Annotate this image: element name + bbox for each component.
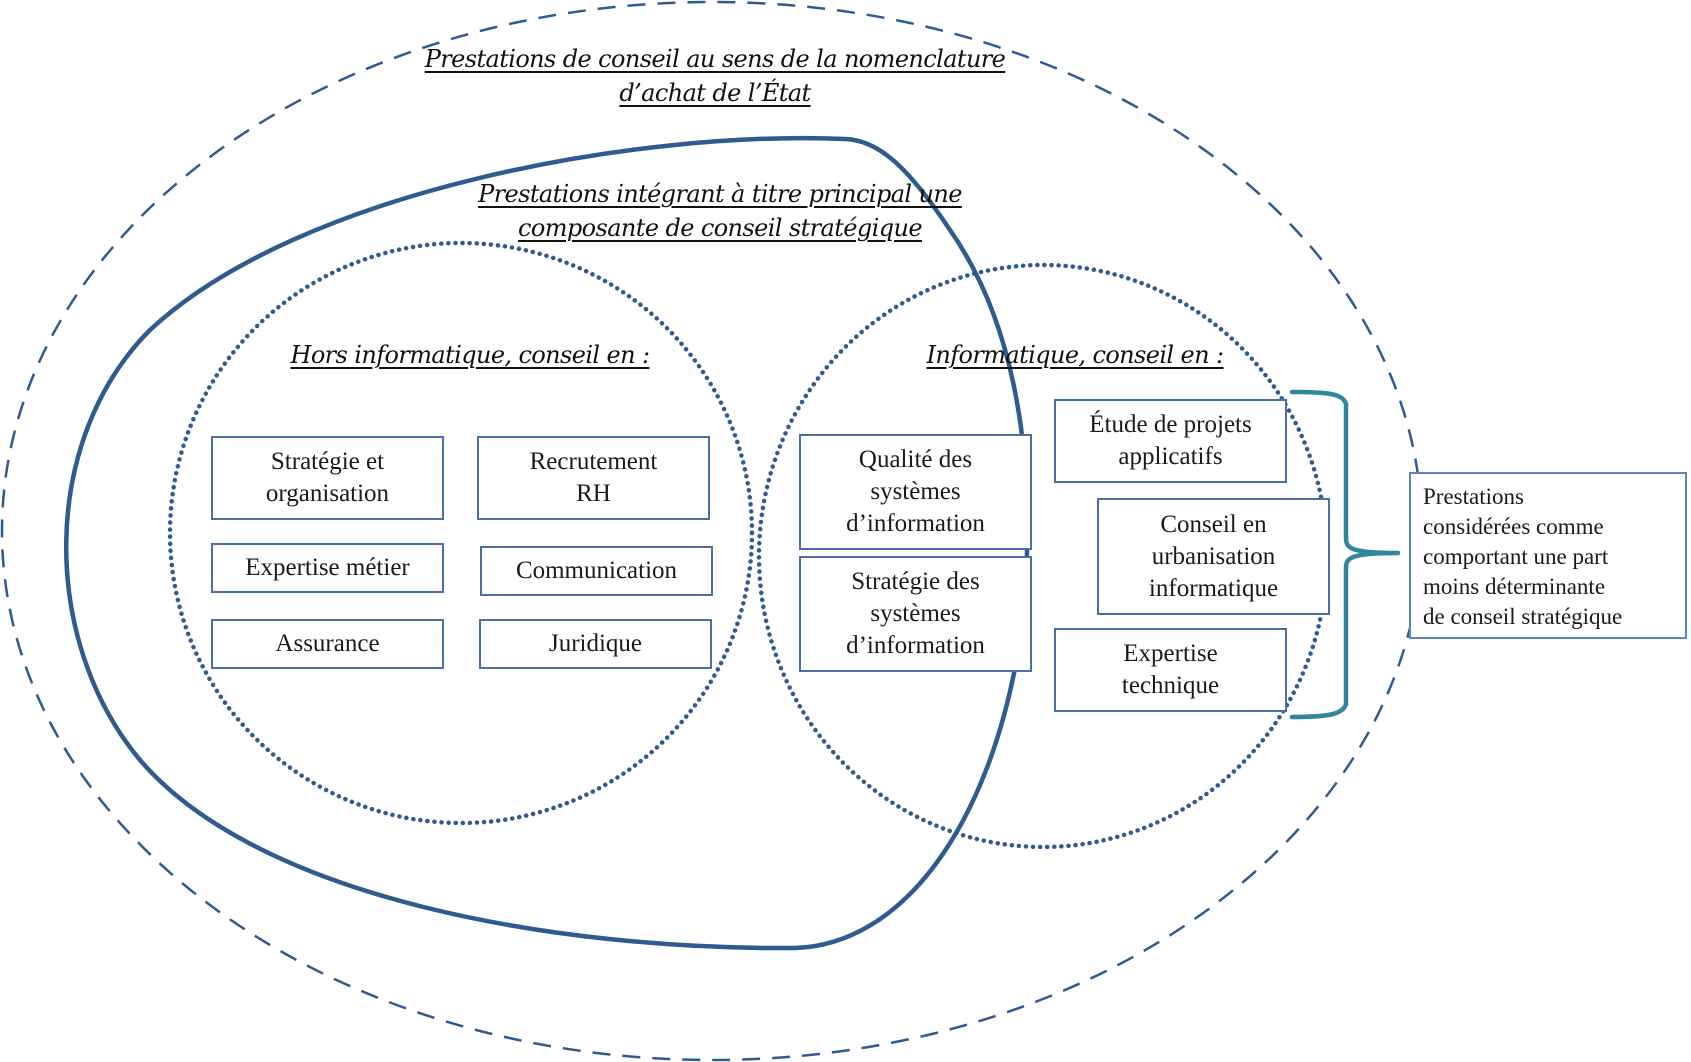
it-set-label: Informatique, conseil en : — [880, 338, 1270, 372]
item-assurance: Assurance — [211, 619, 444, 669]
item-expertise-metier: Expertise métier — [211, 543, 444, 593]
annotation-box: Prestations considérées comme comportant… — [1409, 472, 1687, 639]
outer-set-label-line1: Prestations de conseil au sens de la nom… — [424, 45, 1006, 73]
strategic-set-label: Prestations intégrant à titre principal … — [370, 177, 1070, 245]
item-strategie-si: Stratégie des systèmes d’information — [799, 556, 1032, 672]
item-juridique: Juridique — [479, 619, 712, 669]
item-qualite-si: Qualité des systèmes d’information — [799, 434, 1032, 550]
it-set-label-text: Informatique, conseil en : — [926, 341, 1224, 369]
strategic-set-outline — [63, 135, 1030, 951]
non-it-set-circle — [167, 240, 755, 826]
item-strategie-organisation: Stratégie et organisation — [211, 436, 444, 520]
strategic-set-label-line2: composante de conseil stratégique — [518, 214, 923, 242]
outer-set-label-line2: d’achat de l’État — [619, 79, 811, 107]
item-communication: Communication — [480, 546, 713, 596]
item-expertise-technique: Expertise technique — [1054, 628, 1287, 712]
item-etude-projets: Étude de projets applicatifs — [1054, 399, 1287, 483]
brace-icon — [1289, 389, 1401, 720]
non-it-set-label-text: Hors informatique, conseil en : — [290, 341, 650, 369]
non-it-set-label: Hors informatique, conseil en : — [250, 338, 690, 372]
strategic-set-label-line1: Prestations intégrant à titre principal … — [478, 180, 962, 208]
item-urbanisation: Conseil en urbanisation informatique — [1097, 498, 1330, 615]
item-recrutement-rh: Recrutement RH — [477, 436, 710, 520]
outer-set-label: Prestations de conseil au sens de la nom… — [350, 42, 1080, 110]
